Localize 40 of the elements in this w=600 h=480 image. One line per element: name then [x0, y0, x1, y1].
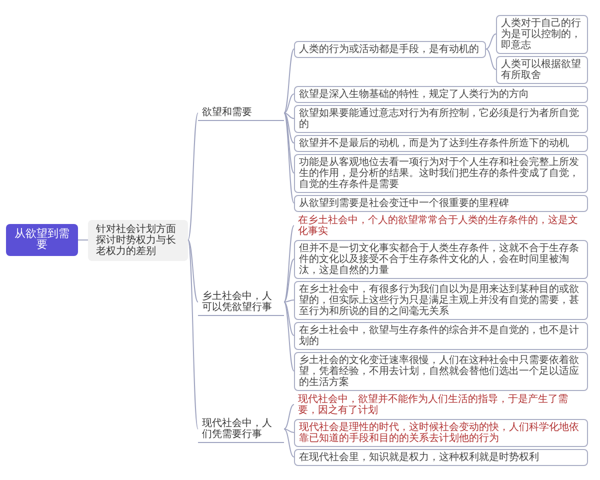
- central-topic: 从欲望到需要: [6, 224, 78, 256]
- note-text: 在乡土社会中，个人的欲望常常合于人类的生存条件的，这是文化事实: [294, 214, 588, 238]
- leaf-box: 欲望并不是最后的动机，而是为了达到生存条件所造下的动机: [294, 134, 588, 152]
- leaf-box: 人类对于自己的行为是可以控制的，即意志: [496, 14, 588, 54]
- connector-line: [284, 112, 294, 144]
- branch-label: 欲望和需要: [198, 105, 284, 121]
- connector-line: [284, 112, 294, 204]
- connector-line: [486, 48, 496, 70]
- leaf-box: 欲望是深入生物基础的特性，规定了人类行为的方向: [294, 86, 588, 102]
- leaf-box: 在乡土社会中，有很多行为我们自以为是用来达到某种目的或欲望的，但实际上这些行为只是满足主观上并没有自觉的需要，甚至行为和所说的目的之间毫无关系: [294, 280, 588, 320]
- branch-label: 现代社会中，人们凭需要行事: [198, 416, 284, 442]
- connector-line: [284, 225, 294, 302]
- leaf-box: 在乡土社会中，欲望与生存条件的综合并不是自觉的，也不是计划的: [294, 322, 588, 350]
- connector-line: [284, 48, 294, 114]
- connector-line: [284, 302, 294, 336]
- connector-line: [188, 240, 198, 430]
- topic-box: 针对社会计划方面探讨时势权力与长老权力的差别: [88, 220, 188, 260]
- connector-line: [284, 302, 294, 372]
- leaf-box: 现代社会是理性的时代，这时候社会变动的快，人们科学化地依靠已知道的手段和目的的关系去计划他的行为: [294, 418, 588, 446]
- connector-line: [284, 428, 294, 433]
- connector-line: [284, 258, 294, 302]
- connector-line: [284, 404, 294, 430]
- connector-line: [284, 300, 294, 302]
- connector-line: [188, 240, 198, 302]
- leaf-box: 在现代社会里，知识就是权力，这种权利就是时势权利: [294, 448, 588, 466]
- connector-line: [188, 112, 198, 240]
- leaf-box: 但并不是一切文化事实都合于人类生存条件，这就不合于生存条件的文化以及接受不合于生存条件文化的人，会在时间里被淘汰，这是自然的力量: [294, 240, 588, 278]
- branch-label: 乡土社会中，人可以凭欲望行事: [198, 288, 284, 316]
- connector-line: [284, 112, 294, 174]
- note-text: 现代社会中，欲望并不能作为人们生活的指导，于是产生了需要，因之有了计划: [294, 392, 588, 416]
- connector-line: [486, 34, 496, 50]
- leaf-box: 乡土社会的文化变迁速率很慢，人们在这种社会中只需要依着欲望，凭着经验，不用去计划，自然就会替他们选出一个足以适应的生活方案: [294, 352, 588, 390]
- connector-line: [284, 112, 294, 119]
- connector-line: [284, 428, 294, 458]
- leaf-box: 从欲望到需要是社会变迁中一个很重要的里程碑: [294, 194, 588, 212]
- leaf-box: 人类的行为或活动都是手段，是有动机的: [294, 40, 486, 58]
- leaf-box: 功能是从客观地位去看一项行为对于个人生存和社会完整上所发生的作用，是分析的结果。这时我们把生存的条件变成了自觉，自觉的生存条件是需要: [294, 154, 588, 192]
- leaf-box: 欲望如果要能通过意志对行为有所控制，它必须是行为者所自觉的: [294, 104, 588, 132]
- connector-line: [284, 94, 294, 114]
- leaf-box: 人类可以根据欲望有所取舍: [496, 56, 588, 84]
